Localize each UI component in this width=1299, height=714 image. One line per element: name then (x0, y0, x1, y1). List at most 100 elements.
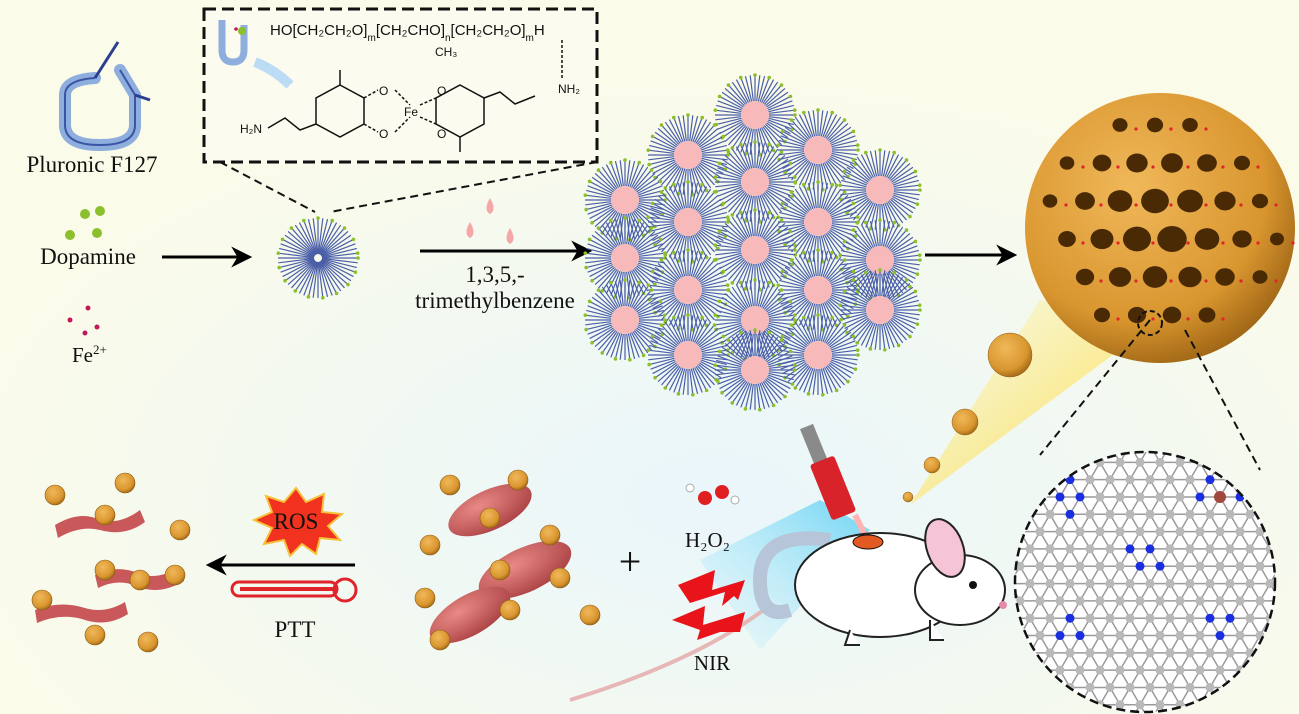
carbon-atom (1175, 631, 1185, 641)
pore (1075, 192, 1095, 210)
svg-text:CH₃: CH₃ (435, 45, 457, 59)
carbon-atom (1265, 579, 1275, 589)
carbon-atom (1185, 613, 1195, 623)
pore (1058, 231, 1076, 247)
carbon-atom (1235, 527, 1245, 537)
carbon-atom (1195, 665, 1205, 675)
carbon-atom (1235, 561, 1245, 571)
fe-ion-label: Fe2+ (72, 342, 107, 367)
carbon-atom (1155, 492, 1165, 502)
carbon-atom (1125, 613, 1135, 623)
fe-site-dot (1151, 241, 1155, 245)
dead-bacteria-fragments (31, 472, 191, 653)
nanosphere (579, 604, 601, 626)
tmb-label-line2: trimethylbenzene (415, 288, 575, 313)
carbon-atom (1165, 475, 1175, 485)
carbon-atom (1145, 509, 1155, 519)
carbon-atom (1085, 682, 1095, 692)
micelle (276, 216, 360, 300)
thermometer-icon (230, 577, 358, 603)
carbon-atom (1055, 527, 1065, 537)
carbon-atom (1095, 561, 1105, 571)
carbon-atom (1145, 682, 1155, 692)
carbon-atom (1165, 682, 1175, 692)
fe-site-dot (1169, 203, 1173, 207)
carbon-atom (1245, 509, 1255, 519)
carbon-atom (1175, 527, 1185, 537)
carbon-atom (1185, 579, 1195, 589)
carbon-atom (1185, 509, 1195, 519)
nitrogen-atom (1055, 492, 1065, 502)
nanosphere (499, 599, 521, 621)
pore (1126, 153, 1148, 173)
carbon-atom (1165, 544, 1175, 554)
carbon-atom (1255, 561, 1265, 571)
fe-site-dot (1274, 279, 1278, 283)
nanosphere (951, 408, 979, 436)
carbon-atom (1065, 648, 1075, 658)
micelle (583, 278, 667, 362)
nanosphere (539, 524, 561, 546)
carbon-atom (1195, 561, 1205, 571)
pore (1194, 228, 1220, 250)
carbon-atom (1255, 596, 1265, 606)
carbon-atom (1065, 579, 1075, 589)
carbon-atom (1185, 544, 1195, 554)
carbon-atom (1045, 613, 1055, 623)
carbon-atom (1145, 613, 1155, 623)
nanosphere (84, 624, 106, 646)
carbon-atom (1085, 579, 1095, 589)
pore (1042, 194, 1058, 208)
nanosphere (164, 564, 186, 586)
carbon-atom (1175, 665, 1185, 675)
pore (1215, 268, 1235, 286)
svg-text:H₂N: H₂N (240, 122, 262, 136)
carbon-atom (1225, 544, 1235, 554)
pore (1182, 117, 1198, 133)
carbon-atom (1035, 631, 1045, 641)
pore (1107, 190, 1133, 212)
carbon-atom (1225, 509, 1235, 519)
carbon-atom (1095, 527, 1105, 537)
fe-site-dot (1256, 241, 1260, 245)
pore (1108, 267, 1132, 287)
fe-site-dot (1204, 127, 1208, 131)
carbon-atom (1095, 596, 1105, 606)
carbon-atom (1135, 596, 1145, 606)
carbon-atom (1135, 700, 1145, 710)
nanosphere (137, 631, 159, 653)
fe-site-dot (1169, 127, 1173, 131)
ptt-label: PTT (275, 617, 316, 642)
pore (1234, 155, 1250, 171)
carbon-atom (1165, 579, 1175, 589)
fe-site-dot (1186, 165, 1190, 169)
ros-burst-icon (251, 486, 345, 558)
carbon-atom (1115, 561, 1125, 571)
carbon-atom (1055, 665, 1065, 675)
carbon-atom (1145, 475, 1155, 485)
carbon-atom (1145, 648, 1155, 658)
nanosphere (902, 491, 914, 503)
carbon-atom (1215, 527, 1225, 537)
nitrogen-atom (1205, 475, 1215, 485)
fe-site-dot (1081, 241, 1085, 245)
svg-text:HO[CH₂CH₂O]m[CH₂CHO]n[CH₂CH₂O]: HO[CH₂CH₂O]m[CH₂CHO]n[CH₂CH₂O]mH (270, 22, 545, 44)
nitrogen-atom (1135, 561, 1145, 571)
iron-atom (1214, 490, 1226, 503)
nir-label: NIR (694, 651, 730, 675)
pore (1161, 153, 1183, 173)
carbon-atom (1135, 665, 1145, 675)
carbon-atom (1165, 648, 1175, 658)
nitrogen-atom (1205, 613, 1215, 623)
lattice-outline (1013, 450, 1277, 714)
carbon-atom (1215, 561, 1225, 571)
small-nanospheres (902, 332, 1033, 503)
carbon-atom (1135, 457, 1145, 467)
nanosphere (114, 472, 136, 494)
h2o2-label: H₂O₂ (685, 528, 730, 552)
pore (1090, 228, 1114, 250)
carbon-atom (1205, 509, 1215, 519)
carbon-atom (1195, 631, 1205, 641)
pore (1157, 226, 1187, 252)
